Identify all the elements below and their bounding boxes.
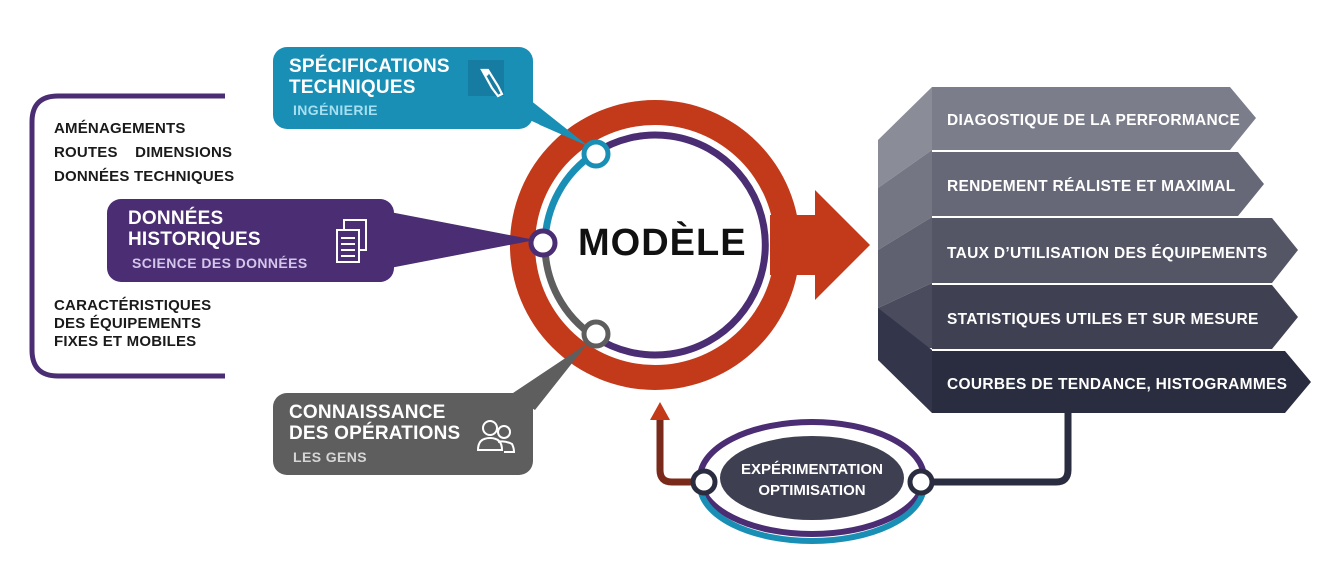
output-item: STATISTIQUES UTILES ET SUR MESURE bbox=[947, 311, 1259, 328]
specs-title-line1: SPÉCIFICATIONS bbox=[289, 56, 450, 77]
output-item: RENDEMENT RÉALISTE ET MAXIMAL bbox=[947, 178, 1236, 195]
output-item: COURBES DE TENDANCE, HISTOGRAMMES bbox=[947, 376, 1288, 393]
specs-title: SPÉCIFICATIONS TECHNIQUES bbox=[289, 56, 450, 98]
output-stack bbox=[878, 87, 1311, 413]
documents-icon bbox=[334, 218, 374, 266]
left-top-text: AMÉNAGEMENTS ROUTES DIMENSIONS DONNÉES T… bbox=[54, 117, 234, 189]
node-history bbox=[528, 228, 558, 258]
specs-subtitle: INGÉNIERIE bbox=[293, 102, 378, 118]
specs-title-line2: TECHNIQUES bbox=[289, 77, 416, 98]
left-line: FIXES ET MOBILES bbox=[54, 333, 197, 350]
inner-purple-arc bbox=[593, 131, 769, 359]
operations-subtitle: LES GENS bbox=[293, 449, 367, 465]
left-line: CARACTÉRISTIQUES bbox=[54, 297, 212, 314]
model-label: MODÈLE bbox=[578, 222, 747, 264]
node-specs bbox=[581, 139, 611, 169]
operations-title: CONNAISSANCE DES OPÉRATIONS bbox=[289, 402, 460, 444]
left-line: AMÉNAGEMENTS bbox=[54, 120, 186, 137]
feedback-loop bbox=[650, 402, 1072, 544]
feedback-line1: EXPÉRIMENTATION bbox=[741, 461, 883, 478]
screwdriver-icon bbox=[474, 64, 514, 104]
history-subtitle: SCIENCE DES DONNÉES bbox=[132, 255, 308, 271]
history-title-line2: HISTORIQUES bbox=[128, 229, 261, 250]
feedback-line2: OPTIMISATION bbox=[758, 482, 866, 499]
people-icon bbox=[474, 414, 518, 458]
output-item: DIAGOSTIQUE DE LA PERFORMANCE bbox=[947, 112, 1241, 129]
left-bottom-text: CARACTÉRISTIQUES DES ÉQUIPEMENTS FIXES E… bbox=[54, 297, 211, 351]
left-line: ROUTES DIMENSIONS bbox=[54, 144, 233, 161]
operations-title-line1: CONNAISSANCE bbox=[289, 402, 446, 423]
history-title: DONNÉES HISTORIQUES bbox=[128, 208, 261, 250]
callout-specs bbox=[273, 47, 588, 146]
feedback-loop-label: EXPÉRIMENTATION OPTIMISATION bbox=[727, 459, 897, 501]
ring-arrowhead bbox=[815, 190, 870, 300]
node-operations bbox=[581, 319, 611, 349]
left-bracket bbox=[29, 93, 225, 379]
left-line: DONNÉES TECHNIQUES bbox=[54, 168, 235, 185]
history-title-line1: DONNÉES bbox=[128, 208, 224, 229]
model-ring bbox=[509, 99, 870, 391]
operations-title-line2: DES OPÉRATIONS bbox=[289, 423, 461, 444]
left-line: DES ÉQUIPEMENTS bbox=[54, 315, 202, 332]
callout-history bbox=[107, 199, 535, 282]
output-item: TAUX D’UTILISATION DES ÉQUIPEMENTS bbox=[947, 245, 1268, 262]
callout-operations bbox=[273, 343, 588, 475]
